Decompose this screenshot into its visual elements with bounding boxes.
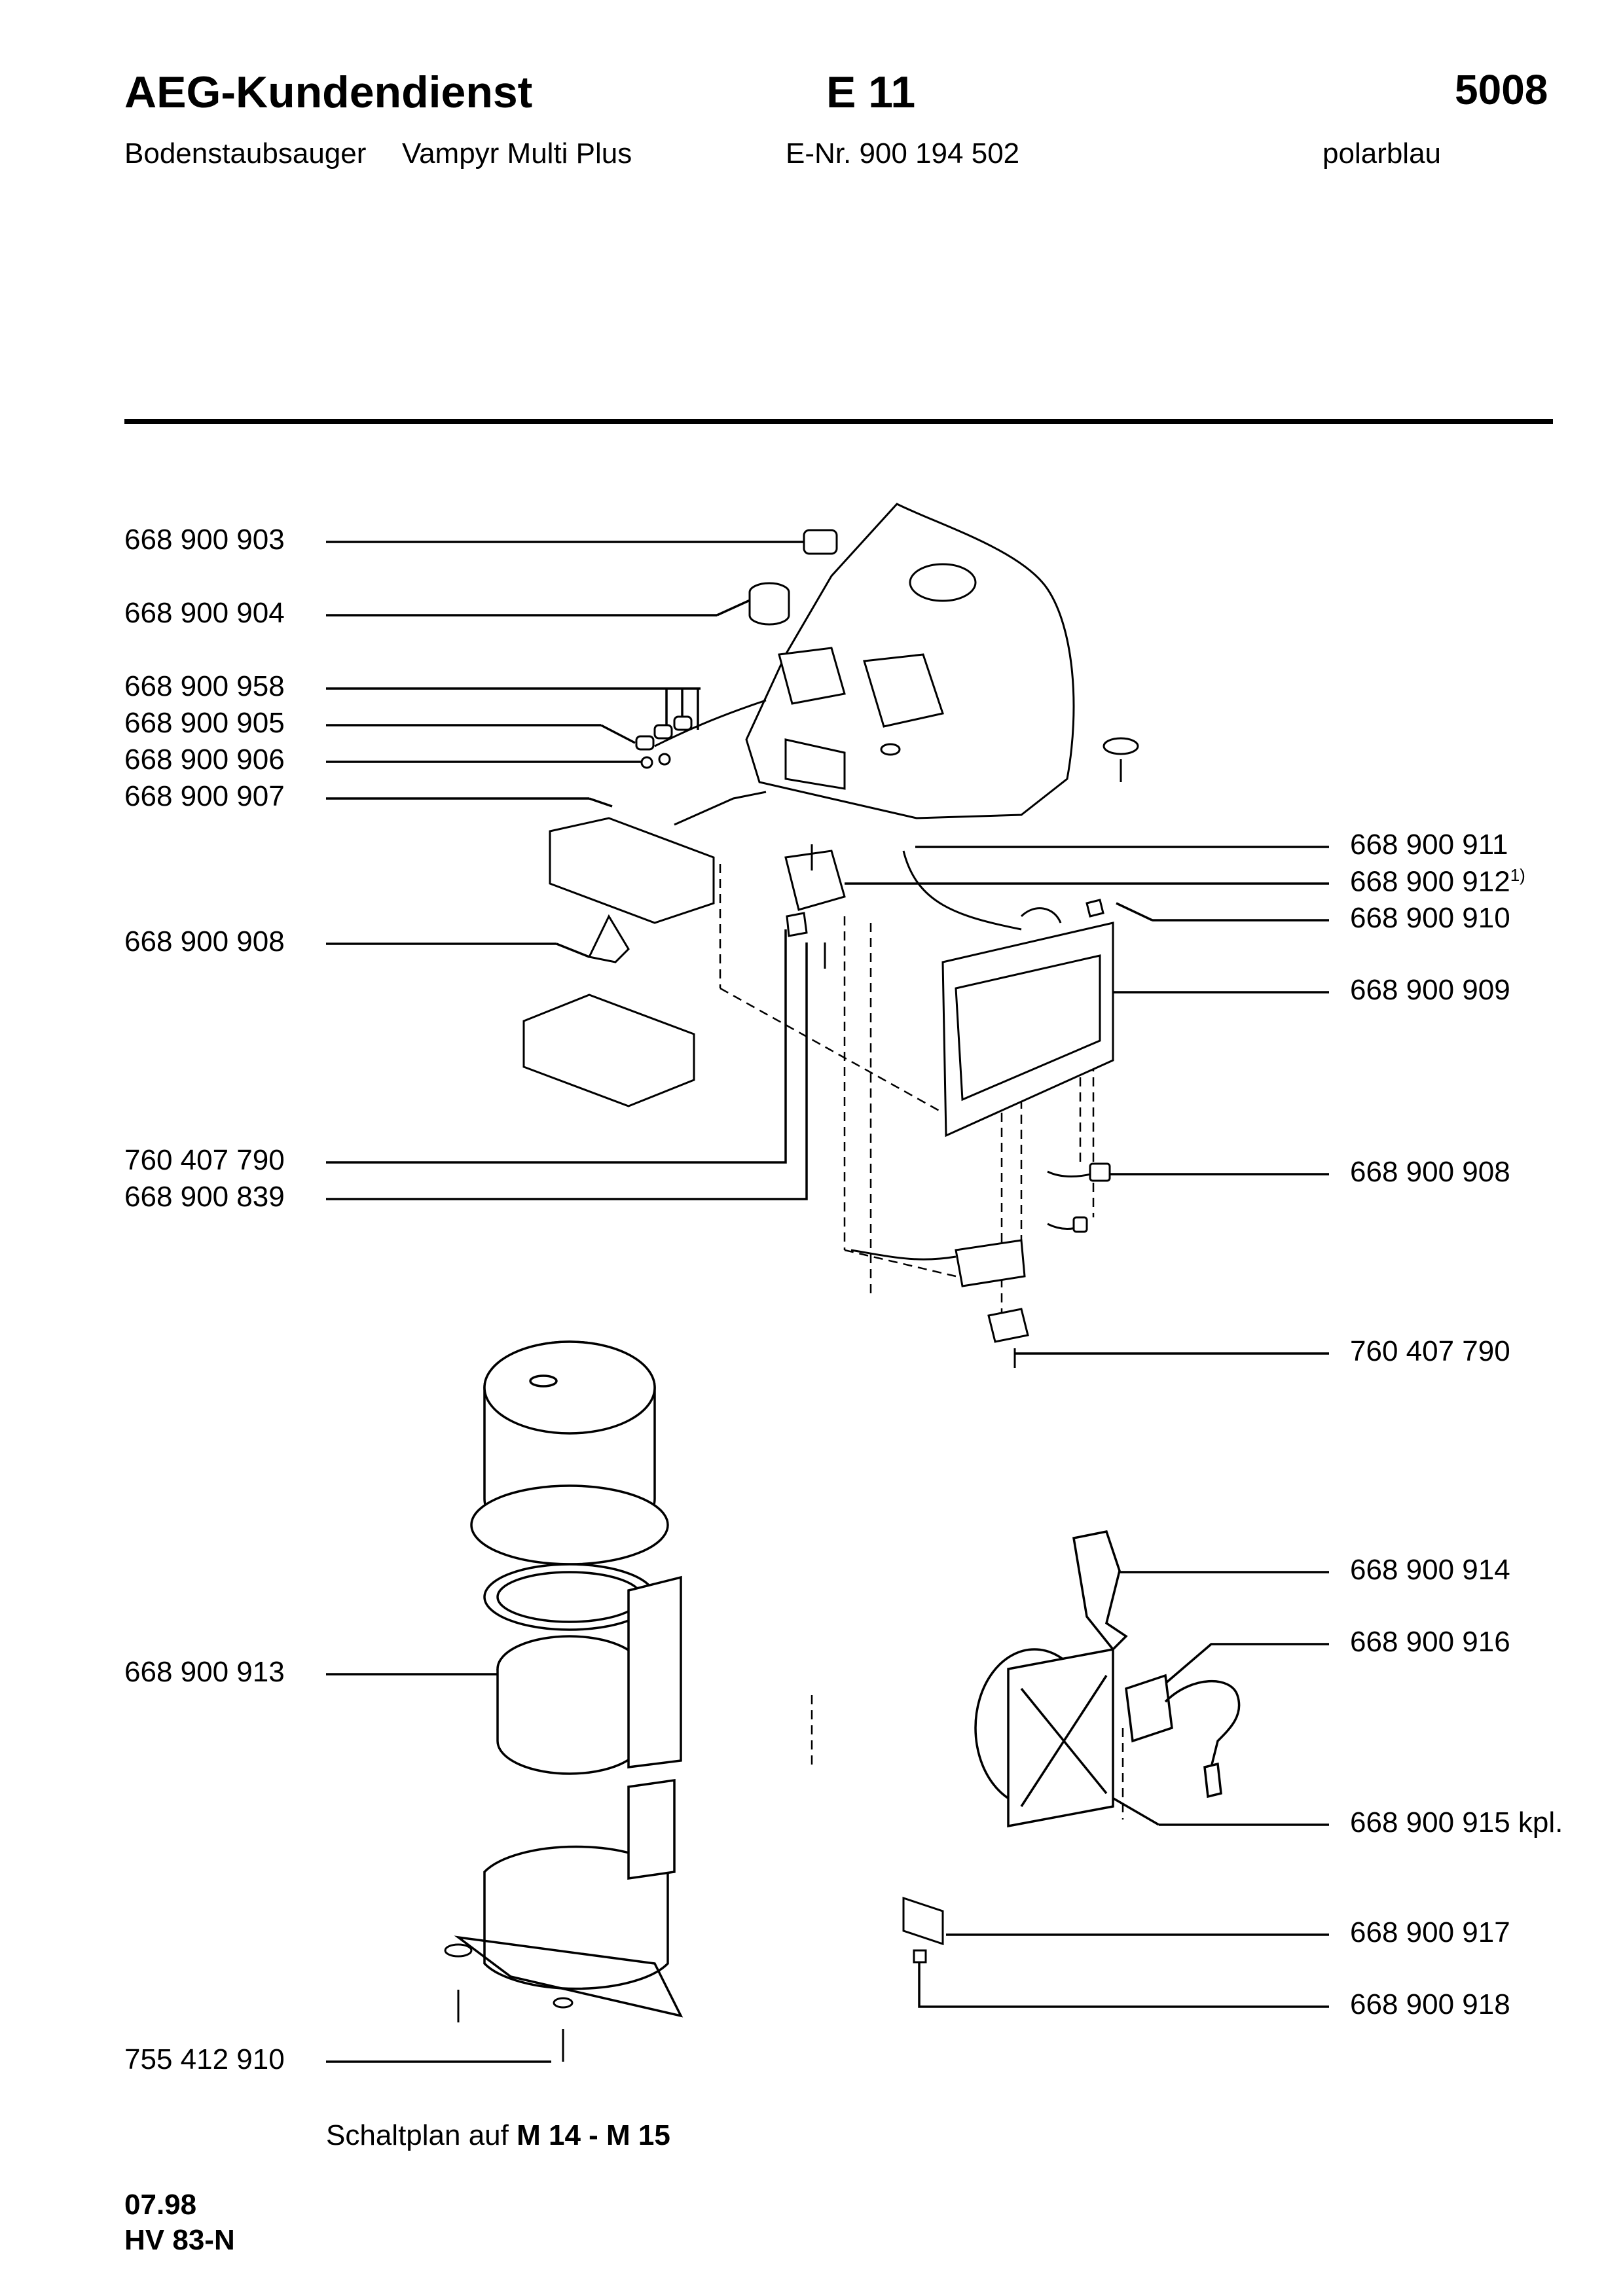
leader-lines (326, 541, 1329, 2063)
schaltplan-prefix: Schaltplan auf (326, 2119, 509, 2151)
part-label-left-7: 668 900 908 (124, 925, 285, 958)
section-code: E 11 (826, 67, 916, 117)
part-label-left-9: 668 900 839 (124, 1181, 285, 1213)
button-cap (748, 582, 790, 626)
part-label-right-10: 668 900 917 (1350, 1916, 1510, 1948)
electronics-box (522, 791, 767, 1107)
part-label-left-3: 668 900 958 (124, 670, 285, 702)
schaltplan-reference: M 14 - M 15 (517, 2119, 670, 2151)
led-leads (635, 699, 767, 769)
part-label-right-5: 668 900 908 (1350, 1156, 1510, 1188)
screws-bottom (444, 1943, 574, 2062)
part-number: 668 900 912 (1350, 865, 1510, 898)
footnote-mark: 1) (1510, 865, 1525, 885)
color-name: polarblau (1322, 137, 1442, 170)
cable-reel (974, 1530, 1241, 1828)
switch-knob (803, 529, 838, 555)
part-label-right-2: 668 900 9121) (1350, 865, 1525, 899)
part-label-right-6: 760 407 790 (1350, 1335, 1510, 1367)
company-title: AEG-Kundendienst (124, 67, 533, 117)
part-label-left-4: 668 900 905 (124, 707, 285, 739)
motor-assembly (454, 1340, 684, 2018)
assembly-dash-lines (719, 864, 1124, 1820)
doc-code: HV 83-N (124, 2224, 235, 2256)
part-label-left-11: 755 412 910 (124, 2043, 285, 2075)
part-label-right-3: 668 900 910 (1350, 902, 1510, 934)
part-label-left-8: 760 407 790 (124, 1144, 285, 1176)
part-label-right-11: 668 900 918 (1350, 1988, 1510, 2020)
part-label-right-7: 668 900 914 (1350, 1554, 1510, 1586)
housing-cover (745, 503, 1075, 931)
part-label-left-2: 668 900 904 (124, 597, 285, 629)
circuit-board (941, 899, 1114, 1138)
header-divider (124, 419, 1553, 424)
part-label-right-1: 668 900 911 (1350, 829, 1508, 861)
part-label-right-9: 668 900 915 kpl. (1350, 1806, 1563, 1839)
switch-assembly (784, 844, 846, 969)
doc-date: 07.98 (124, 2189, 197, 2221)
cable-connectors (850, 1162, 1111, 1368)
part-label-left-5: 668 900 906 (124, 744, 285, 776)
small-cover-plate (902, 1896, 944, 1964)
product-type: Bodenstaubsauger (124, 137, 367, 170)
part-label-left-6: 668 900 907 (124, 780, 285, 812)
model-name: Vampyr Multi Plus (402, 137, 632, 170)
part-label-right-8: 668 900 916 (1350, 1626, 1510, 1658)
e-number: E-Nr. 900 194 502 (786, 137, 1020, 170)
screw-upper (1103, 737, 1139, 782)
page-number: 5008 (1455, 66, 1548, 113)
part-label-left-1: 668 900 903 (124, 524, 285, 556)
part-label-left-10: 668 900 913 (124, 1656, 285, 1688)
part-label-right-4: 668 900 909 (1350, 974, 1510, 1006)
schaltplan-note: Schaltplan auf M 14 - M 15 (326, 2119, 670, 2152)
